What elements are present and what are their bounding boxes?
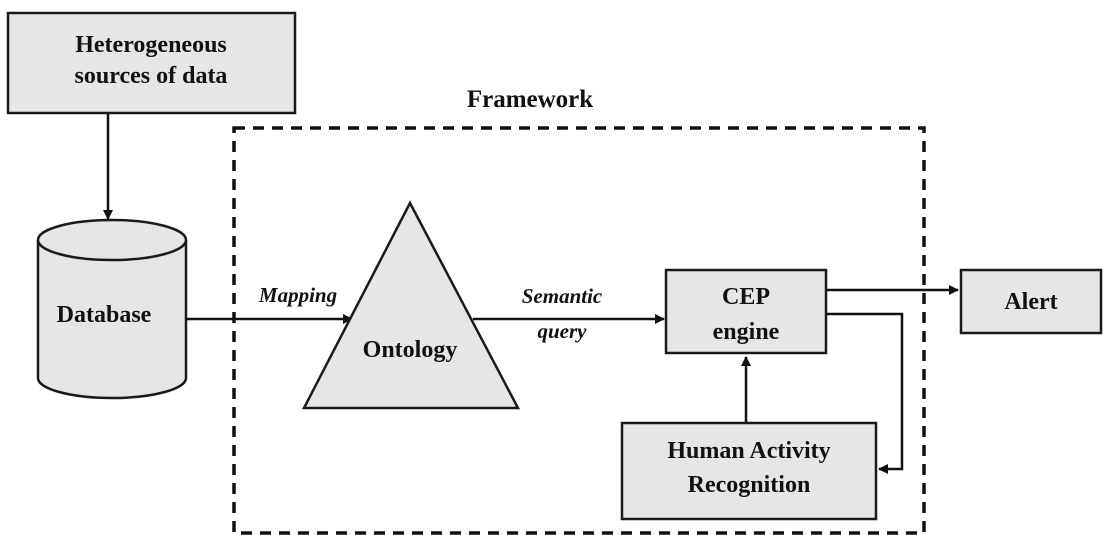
- semantic-query-label-line2: query: [538, 319, 588, 343]
- database-cylinder-top: [36, 218, 188, 262]
- semantic-query-label-line1: Semantic: [522, 284, 603, 308]
- har-node: Human Activity Recognition: [620, 421, 878, 521]
- sources-box: [6, 11, 297, 115]
- sources-label-line2: sources of data: [75, 63, 228, 89]
- har-label-line2: Recognition: [688, 472, 811, 498]
- cep-engine-label-line2: engine: [713, 319, 780, 345]
- har-label-line1: Human Activity: [667, 438, 830, 464]
- mapping-label: Mapping: [258, 283, 337, 307]
- cep-engine-label-line1: CEP: [722, 284, 770, 310]
- database-label: Database: [57, 302, 152, 328]
- arrow-cep-to-har: [826, 312, 904, 474]
- database-cylinder-body: [36, 240, 188, 400]
- alert-label: Alert: [1004, 289, 1057, 315]
- alert-node: Alert: [959, 268, 1103, 335]
- framework-title: Framework: [467, 86, 593, 113]
- ontology-label: Ontology: [363, 337, 458, 363]
- sources-node: Heterogeneous sources of data: [6, 11, 297, 115]
- ontology-triangle: [301, 200, 521, 410]
- cep-engine-node: CEP engine: [664, 268, 828, 355]
- database-node: Database: [36, 218, 188, 400]
- ontology-node: Ontology: [301, 200, 521, 410]
- sources-label-line1: Heterogeneous: [75, 32, 227, 58]
- alert-box: [959, 268, 1103, 335]
- har-box: [620, 421, 878, 521]
- framework-boundary: [232, 126, 926, 535]
- cep-engine-box: [664, 268, 828, 355]
